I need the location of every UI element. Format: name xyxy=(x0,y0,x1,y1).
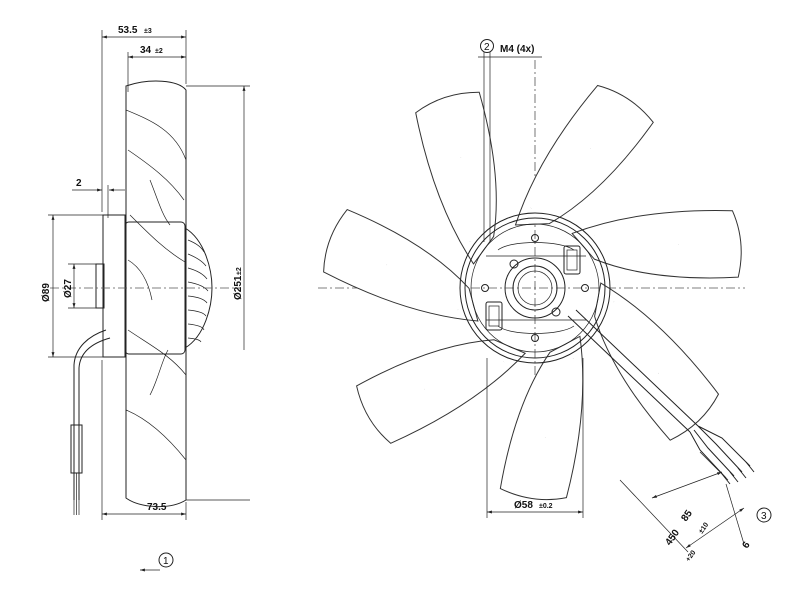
hub-connector-right xyxy=(563,245,581,275)
hub-connector-left xyxy=(485,301,503,331)
cable-wires xyxy=(689,425,751,479)
svg-text:±2: ±2 xyxy=(236,267,243,275)
dim-cable-len-2 xyxy=(685,507,745,549)
dim-cable-offset-label: 73.5 xyxy=(147,502,167,513)
screw-hole xyxy=(581,284,589,292)
svg-text:±3: ±3 xyxy=(144,28,152,35)
screw-hole xyxy=(531,334,539,342)
side-blade-outline xyxy=(125,80,187,508)
blade-rib-fill xyxy=(594,233,679,247)
dim-cable-len-1 xyxy=(651,471,723,499)
dim-flange-gap-label: 2 xyxy=(76,178,82,189)
fan-blade xyxy=(594,282,720,441)
dim-motor-dia-label: Ø89 xyxy=(41,283,52,302)
side-flange xyxy=(102,214,126,358)
svg-text:+20: +20 xyxy=(685,549,698,563)
dim-shaft-dia-label: Ø27 xyxy=(63,279,74,298)
fan-blade xyxy=(356,339,527,444)
dim-overall-depth-label: 53.5 xyxy=(118,25,138,36)
side-motor-fins xyxy=(187,239,209,343)
side-cable-sleeve xyxy=(70,424,83,474)
dim-cable-len-1-label: 85 xyxy=(679,508,695,524)
screw-hole xyxy=(481,284,489,292)
blade-rib-fill xyxy=(612,300,661,375)
callout-cable-circle xyxy=(756,507,772,523)
blade-ribs xyxy=(385,147,679,439)
fan-blade xyxy=(323,208,479,322)
blade-rib-fill xyxy=(385,263,460,312)
fan-blade xyxy=(499,335,584,501)
svg-text:1: 1 xyxy=(163,556,169,567)
mounting-screw-holes xyxy=(481,234,589,342)
blade-rib-fill xyxy=(529,147,593,210)
front-view: Ø58 ±0.2 2 M4 (4x) 85 ±10 450 +20 6 3 xyxy=(318,39,772,563)
fan-blade xyxy=(571,209,742,279)
callout-airflow-circle xyxy=(158,552,174,568)
hub-outer-ring xyxy=(459,212,611,364)
dim-fan-dia-label: Ø251 xyxy=(233,275,244,300)
svg-text:±2: ±2 xyxy=(155,48,163,55)
hub-bearing xyxy=(504,257,566,319)
side-blade-sweeps xyxy=(125,109,187,461)
svg-text:3: 3 xyxy=(761,511,767,522)
side-view: 53.5 ±3 34 ±2 2 Ø89 Ø27 Ø251 ±2 73.5 xyxy=(41,25,250,572)
hub-plate xyxy=(470,223,600,353)
fan-blade xyxy=(415,91,497,265)
screw-label: M4 (4x) xyxy=(500,44,534,55)
dim-cable-len-2-label: 450 xyxy=(663,527,682,547)
blade-rib-fill xyxy=(423,359,505,392)
svg-text:±10: ±10 xyxy=(698,522,710,536)
fan-blades xyxy=(323,84,742,501)
shaft-bore xyxy=(512,265,558,311)
side-cable xyxy=(73,329,107,500)
blade-rib-fill xyxy=(543,357,576,439)
dim-hub-dia-label: Ø58 xyxy=(514,500,533,511)
svg-text:±0.2: ±0.2 xyxy=(539,503,553,510)
side-shaft xyxy=(95,263,105,309)
dim-wire-strip-label: 6 xyxy=(740,539,752,550)
screw-hole xyxy=(531,234,539,242)
blade-rib-fill xyxy=(458,157,473,242)
front-cable xyxy=(567,315,691,433)
dim-blade-depth-label: 34 xyxy=(140,45,152,56)
svg-text:2: 2 xyxy=(484,42,490,53)
callout-screw-circle xyxy=(480,39,494,53)
